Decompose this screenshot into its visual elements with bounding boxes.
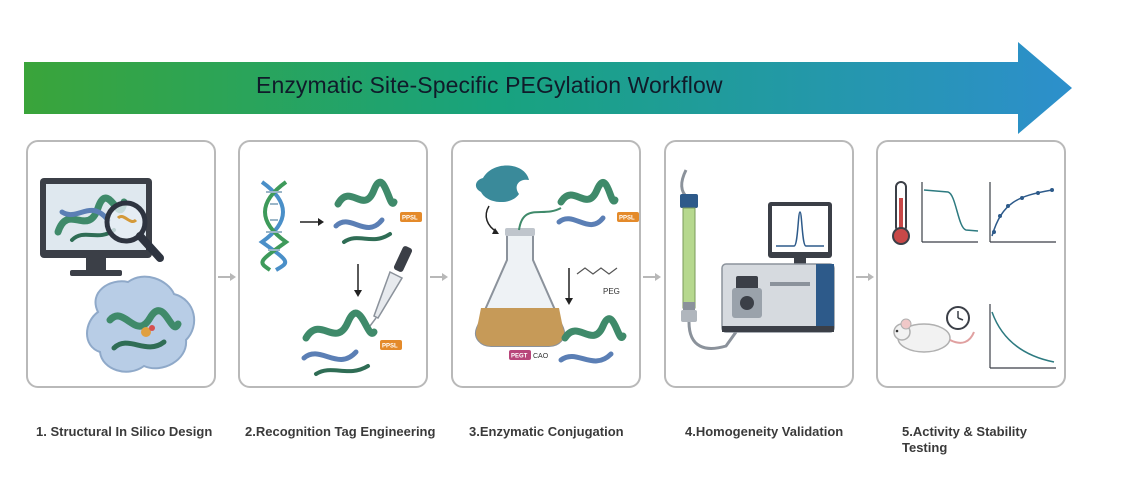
banner-title: Enzymatic Site-Specific PEGylation Workf…: [256, 72, 723, 98]
step-3-label: 3.Enzymatic Conjugation: [469, 424, 624, 439]
step-5-label: 5.Activity & Stability Testing: [902, 424, 1027, 455]
protein-ribbon-icon: [301, 309, 378, 376]
step-2-label: 2.Recognition Tag Engineering: [245, 424, 436, 439]
svg-text:PPSL: PPSL: [382, 344, 398, 350]
tether-line: [518, 207, 562, 231]
clock-icon: [946, 306, 970, 330]
protein-ribbon-icon: [558, 315, 627, 364]
ppsl-tag: PPSL: [380, 340, 402, 350]
cao-label: CAO: [533, 353, 549, 360]
step-4-label: 4.Homogeneity Validation: [685, 424, 844, 439]
dna-helix-icon: [258, 180, 290, 272]
svg-text:PPSL: PPSL: [619, 216, 635, 222]
connector-arrow-1: [218, 273, 236, 281]
connector-arrow-3: [643, 273, 661, 281]
step-2-panel: PPSL PPSL: [238, 140, 428, 388]
peg-label: PEG: [603, 287, 620, 296]
pipette-icon: [369, 246, 413, 327]
step-4-panel: [664, 140, 854, 388]
hplc-instrument-icon: [721, 263, 835, 333]
protein-ribbon-icon: [556, 179, 619, 227]
tubing: [687, 321, 738, 350]
enzyme-icon: [475, 165, 529, 203]
connector-arrow-4: [856, 273, 874, 281]
binding-curve-chart: [989, 182, 1056, 243]
step-5-panel: [876, 140, 1066, 388]
protein-surface-icon: [86, 275, 195, 373]
step-1-panel: [26, 140, 216, 388]
flask-icon: [475, 228, 565, 347]
pegt-tag: PEGT: [509, 350, 531, 360]
activity-curve-chart: [921, 182, 979, 243]
ppsl-tag: PPSL: [400, 212, 422, 222]
step-1-label: 1. Structural In Silico Design: [36, 424, 213, 439]
chromatogram-peak: [776, 211, 824, 247]
ppsl-tag: PPSL: [617, 212, 639, 222]
mouse-icon: [893, 318, 975, 353]
svg-text:PEGT: PEGT: [511, 354, 528, 360]
tubing: [680, 169, 689, 200]
step-3-panel: PPSL PEG PEGT CAO: [451, 140, 641, 388]
workflow-banner-arrow: [24, 42, 1072, 134]
thermometer-icon: [892, 181, 910, 245]
connector-arrow-2: [430, 273, 448, 281]
protein-ribbon-icon: [333, 178, 398, 244]
svg-text:PPSL: PPSL: [402, 216, 418, 222]
arrow-enzyme-to-flask: [485, 205, 498, 233]
hplc-monitor-icon: [768, 202, 832, 266]
magnifier-icon: [104, 200, 164, 262]
chromatography-column-icon: [680, 194, 698, 322]
decay-curve-chart: [989, 304, 1056, 369]
peg-chain-icon: [576, 267, 618, 275]
